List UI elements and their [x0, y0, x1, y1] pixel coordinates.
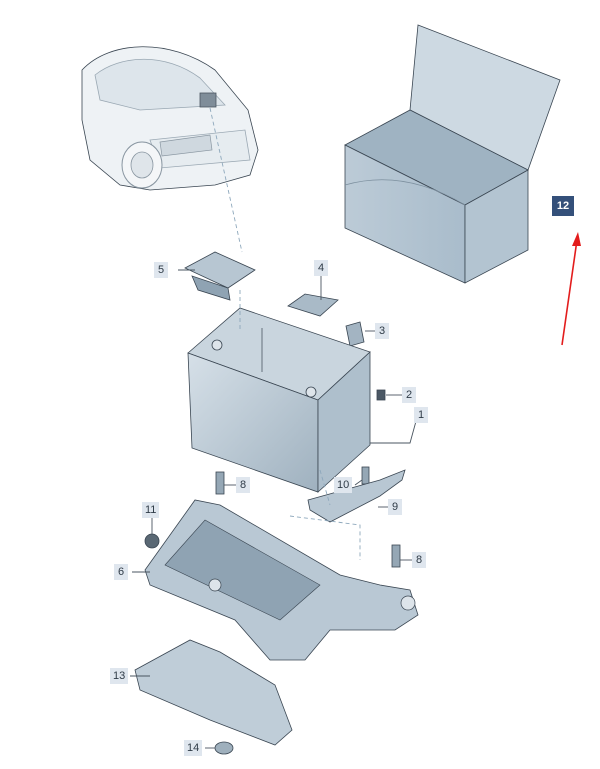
car-illustration [81, 46, 259, 191]
callout-1[interactable]: 1 [414, 407, 428, 423]
callout-8-lower[interactable]: 8 [412, 552, 426, 568]
callout-6[interactable]: 6 [114, 564, 128, 580]
battery-box-illustration [344, 24, 561, 284]
callout-5[interactable]: 5 [154, 262, 168, 278]
part-3-cap [345, 321, 365, 347]
part-11-nut [144, 533, 160, 549]
part-4-pad [287, 293, 339, 317]
callout-2[interactable]: 2 [402, 387, 416, 403]
callout-10[interactable]: 10 [334, 477, 353, 493]
part-8-bolt-b [391, 544, 401, 568]
callout-12-highlighted[interactable]: 12 [552, 196, 574, 216]
callout-3[interactable]: 3 [375, 323, 389, 339]
part-6-tray [144, 499, 419, 661]
part-10-bolt [361, 466, 370, 485]
part-13-plate [134, 639, 293, 746]
part-1-battery [187, 307, 371, 493]
callout-8-upper[interactable]: 8 [236, 477, 250, 493]
red-arrow-indicator [561, 232, 581, 346]
part-5-cover [184, 251, 256, 289]
callout-9[interactable]: 9 [388, 499, 402, 515]
callout-11[interactable]: 11 [142, 502, 160, 518]
part-2-screw [376, 389, 386, 401]
battery-location-marker [199, 92, 217, 108]
callout-13[interactable]: 13 [110, 668, 129, 684]
part-9-clamp [307, 469, 406, 523]
part-8-bolt-a [215, 471, 225, 495]
callout-14[interactable]: 14 [184, 740, 203, 756]
callout-4[interactable]: 4 [314, 260, 328, 276]
part-14-clip [214, 741, 234, 755]
